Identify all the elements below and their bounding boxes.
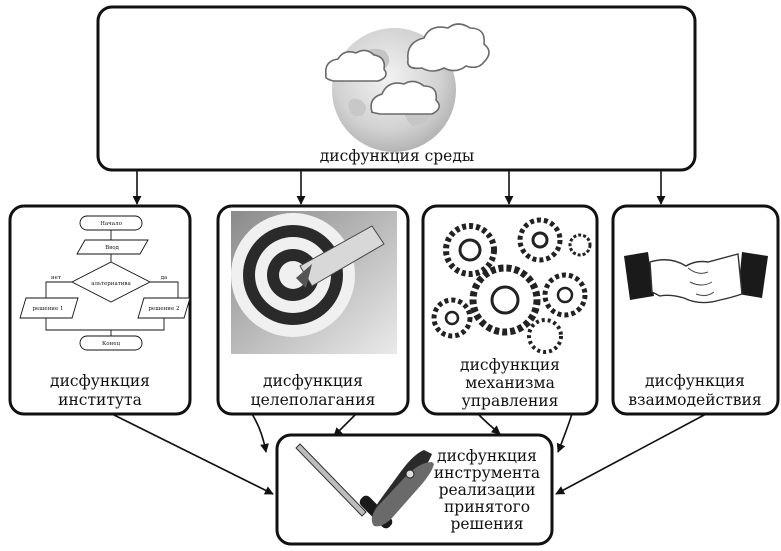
- goal-setting-label: дисфункция целеполагания: [251, 372, 376, 409]
- flowchart-start-label: Начало: [100, 221, 122, 227]
- svg-text:института: института: [58, 391, 142, 409]
- target-icon: [231, 211, 397, 354]
- arrow-mechanism-left-to-tool: [477, 413, 501, 435]
- svg-text:реализации: реализации: [439, 481, 536, 499]
- svg-text:инструмента: инструмента: [434, 464, 540, 482]
- gears-icon: [431, 217, 592, 354]
- flowchart-icon: [19, 215, 191, 351]
- svg-text:механизма: механизма: [465, 374, 555, 392]
- flowchart-decision-label: альтернатива: [91, 281, 131, 287]
- arrow-goal-right-to-tool: [333, 413, 357, 437]
- svg-text:управления: управления: [462, 392, 559, 410]
- institute-label: дисфункция института: [50, 372, 150, 409]
- arrow-interaction-to-tool: [555, 413, 707, 495]
- flowchart-end-label: Конец: [102, 341, 120, 347]
- arrow-mechanism-right-to-tool: [556, 413, 573, 453]
- arrow-goal-left-to-tool: [251, 413, 269, 453]
- mechanism-label: дисфункция механизма управления: [460, 356, 560, 410]
- pliers-and-screwdriver-icon: [295, 443, 434, 529]
- flowchart-yes-label: да: [161, 275, 168, 281]
- institute-box: [8, 204, 192, 416]
- flowchart-labels: Начало Ввод альтернатива нет да решение …: [33, 221, 180, 347]
- globe-with-clouds-icon: [324, 23, 490, 152]
- interaction-label: дисфункция взаимодействия: [628, 372, 761, 409]
- svg-text:дисфункция: дисфункция: [460, 356, 560, 374]
- svg-text:взаимодействия: взаимодействия: [628, 391, 761, 409]
- svg-text:дисфункция: дисфункция: [437, 447, 537, 465]
- handshake-icon: [624, 252, 768, 304]
- flowchart-left-label: решение 1: [33, 306, 64, 312]
- svg-text:целеполагания: целеполагания: [251, 391, 376, 409]
- arrow-institute-to-tool: [111, 413, 274, 495]
- flowchart-right-label: решение 2: [149, 306, 180, 312]
- svg-text:дисфункция: дисфункция: [263, 372, 363, 390]
- svg-text:дисфункция: дисфункция: [50, 372, 150, 390]
- svg-text:решения: решения: [450, 515, 523, 533]
- flowchart-input-label: Ввод: [105, 245, 119, 251]
- svg-text:дисфункция: дисфункция: [645, 372, 745, 390]
- svg-text:принятого: принятого: [444, 498, 530, 516]
- environment-label: дисфункция среды: [320, 147, 475, 165]
- tool-label: дисфункция инструмента реализации принят…: [434, 447, 540, 533]
- flowchart-no-label: нет: [51, 275, 61, 281]
